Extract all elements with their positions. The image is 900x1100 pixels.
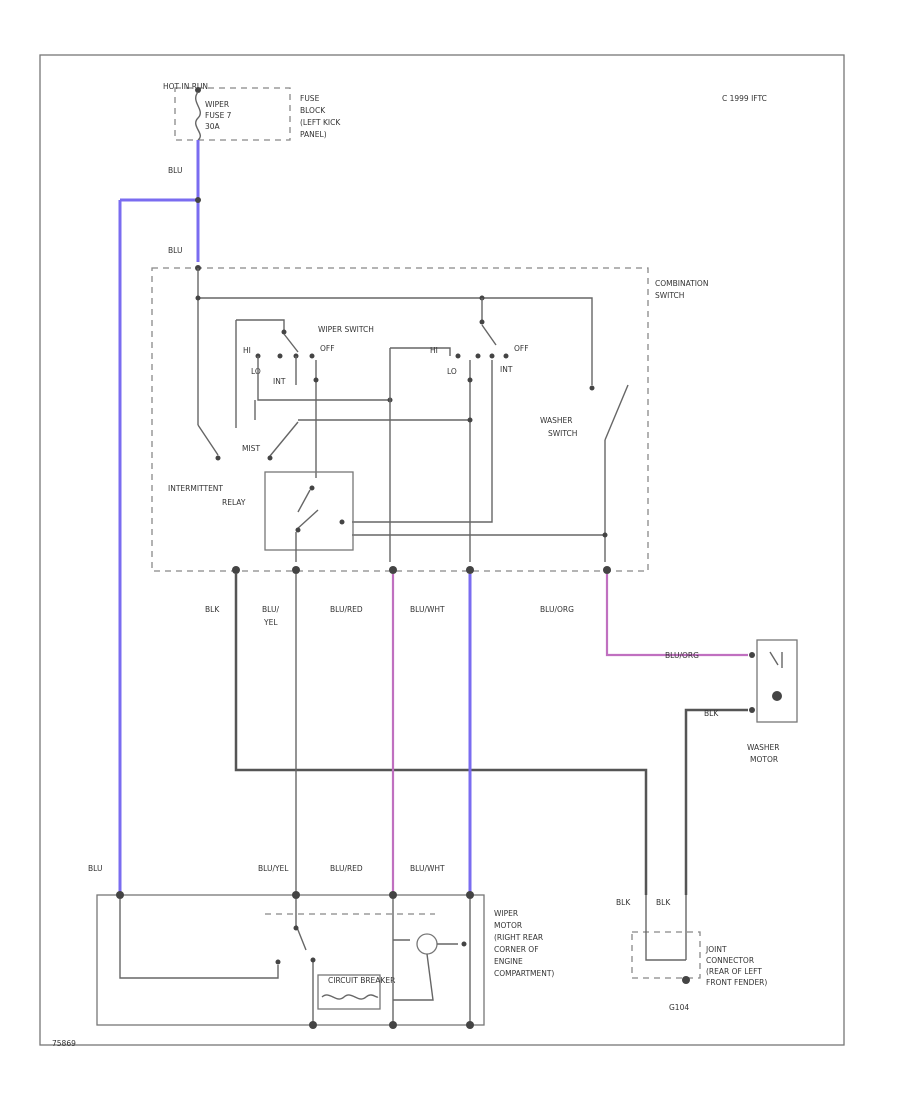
svg-text:WASHER: WASHER [540,416,573,425]
svg-text:OFF: OFF [514,344,529,353]
svg-text:WASHER: WASHER [747,743,780,752]
wire-label-blu-1: BLU [168,166,182,175]
joint-connector: JOINT CONNECTOR (REAR OF LEFT FRONT FEND… [631,895,767,1012]
diagram-id: 75869 [52,1039,76,1048]
svg-text:COMBINATION: COMBINATION [655,279,708,288]
svg-text:HI: HI [430,346,438,355]
wire-label-blk-motor: BLK [704,709,719,718]
svg-text:RELAY: RELAY [222,498,246,507]
svg-text:ENGINE: ENGINE [494,957,523,966]
svg-text:COMPARTMENT): COMPARTMENT) [494,969,554,978]
mist-label: MIST [242,444,260,453]
circuit-breaker [317,974,381,1010]
svg-text:FUSE 7: FUSE 7 [205,111,232,120]
svg-text:(LEFT KICK: (LEFT KICK [300,118,341,127]
wire-blk [234,574,648,895]
wire-label-blu-red-bottom: BLU/RED [330,864,363,873]
svg-text:WIPER: WIPER [205,100,229,109]
svg-text:FUSE: FUSE [300,94,320,103]
wire-blu-org [605,574,748,657]
wire-blk-motor [684,708,748,895]
svg-text:LO: LO [447,367,457,376]
svg-text:(RIGHT REAR: (RIGHT REAR [494,933,543,942]
combination-switch: COMBINATION SWITCH [151,267,708,572]
svg-text:SWITCH: SWITCH [548,429,577,438]
svg-text:MOTOR: MOTOR [494,921,522,930]
svg-text:CORNER OF: CORNER OF [494,945,539,954]
copyright-text: C 1999 IFTC [722,94,767,103]
intermittent-relay: INTERMITTENT RELAY [168,471,354,562]
fuse-hot-label: HOT IN RUN [163,82,208,91]
wire-label-blk-joint-2: BLK [656,898,671,907]
ground-id: G104 [669,1003,689,1012]
svg-text:INT: INT [273,377,286,386]
svg-text:(REAR OF LEFT: (REAR OF LEFT [706,967,762,976]
wire-label-blk-joint-1: BLK [616,898,631,907]
washer-motor: WASHER MOTOR [747,639,798,764]
wire-label-blk-left: BLK [205,605,220,614]
svg-text:BLU/: BLU/ [262,605,279,614]
wire-label-blu-red-top: BLU/RED [330,605,363,614]
svg-text:30A: 30A [205,122,221,131]
svg-text:WIPER: WIPER [494,909,518,918]
svg-text:JOINT: JOINT [705,945,727,954]
wire-label-blu-wht-bottom: BLU/WHT [410,864,445,873]
fuse-block: HOT IN RUN WIPER FUSE 7 30A FUSE BLOCK (… [163,82,341,141]
svg-text:INTERMITTENT: INTERMITTENT [168,484,223,493]
wire-label-blu-org-motor: BLU/ORG [665,651,699,660]
wire-label-blu-2: BLU [168,246,182,255]
svg-text:SWITCH: SWITCH [655,291,684,300]
svg-text:INT: INT [500,365,513,374]
svg-text:MOTOR: MOTOR [750,755,778,764]
svg-text:OFF: OFF [320,344,335,353]
svg-text:BLOCK: BLOCK [300,106,326,115]
diagram-frame [39,54,845,1046]
svg-text:PANEL): PANEL) [300,130,327,139]
svg-text:CONNECTOR: CONNECTOR [706,956,754,965]
wire-label-blu-org-top: BLU/ORG [540,605,574,614]
wire-label-blu-bottom: BLU [88,864,102,873]
wire-label-blu-wht-top: BLU/WHT [410,605,445,614]
svg-text:LO: LO [251,367,261,376]
wiper-switch-title: WIPER SWITCH [318,325,374,334]
wiper-motor: WIPER MOTOR (RIGHT REAR CORNER OF ENGINE… [96,891,554,1029]
svg-text:HI: HI [243,346,251,355]
svg-text:CIRCUIT BREAKER: CIRCUIT BREAKER [328,976,395,985]
svg-text:FRONT FENDER): FRONT FENDER) [706,978,767,987]
svg-text:YEL: YEL [263,618,278,627]
wire-label-blu-yel-bottom: BLU/YEL [258,864,289,873]
